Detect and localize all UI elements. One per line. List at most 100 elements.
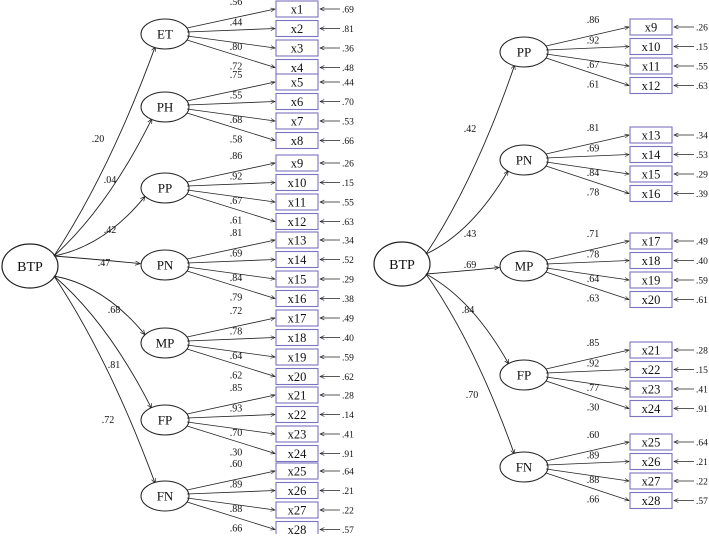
indicator-label: x14 bbox=[642, 148, 662, 162]
loading-label: .30 bbox=[587, 403, 600, 414]
error-variance-label: .15 bbox=[696, 366, 708, 376]
loading-arrow bbox=[186, 318, 275, 338]
loading-arrow bbox=[186, 112, 275, 141]
indicator-box bbox=[275, 386, 319, 404]
loading-label: .71 bbox=[587, 229, 600, 240]
indicator-box bbox=[629, 491, 673, 510]
error-variance-label: .64 bbox=[696, 439, 708, 449]
loading-label: .62 bbox=[230, 371, 243, 382]
loading-arrow bbox=[186, 266, 275, 279]
indicator-label: x18 bbox=[288, 331, 307, 345]
loading-arrow bbox=[186, 183, 275, 187]
structural-path bbox=[425, 267, 499, 275]
loading-label: .60 bbox=[587, 430, 600, 441]
indicator-box bbox=[275, 19, 319, 38]
indicator-box bbox=[275, 193, 319, 211]
indicator-label: x4 bbox=[291, 61, 304, 75]
indicator-label: x9 bbox=[291, 157, 304, 171]
indicator-box bbox=[629, 145, 673, 164]
error-variance-label: .63 bbox=[342, 218, 354, 228]
error-variance-label: .41 bbox=[342, 431, 354, 441]
loading-arrow bbox=[545, 380, 629, 409]
error-variance-label: .64 bbox=[342, 468, 354, 478]
loading-arrow bbox=[545, 135, 629, 155]
loading-label: .56 bbox=[230, 0, 243, 8]
error-variance-label: .53 bbox=[342, 118, 354, 128]
indicator-label: x22 bbox=[288, 408, 307, 422]
indicator-label: x15 bbox=[288, 273, 307, 287]
indicator-box bbox=[629, 232, 673, 250]
loading-arrow bbox=[545, 350, 629, 370]
loading-label: .68 bbox=[230, 115, 243, 126]
factor-label: PN bbox=[157, 258, 174, 273]
factor-label: FN bbox=[157, 489, 174, 504]
path-coefficient-label: .20 bbox=[92, 134, 105, 145]
root-node-label: BTP bbox=[17, 260, 43, 275]
loading-label: .92 bbox=[587, 36, 600, 47]
loading-arrow bbox=[186, 9, 275, 29]
indicator-box bbox=[629, 165, 673, 183]
indicator-box bbox=[629, 452, 673, 471]
indicator-label: x23 bbox=[288, 428, 307, 442]
loading-arrow bbox=[545, 57, 629, 86]
error-variance-label: .28 bbox=[696, 347, 708, 357]
indicator-box bbox=[275, 328, 319, 347]
loading-arrow bbox=[545, 370, 629, 374]
loading-arrow bbox=[545, 165, 629, 194]
indicator-label: x22 bbox=[642, 363, 661, 377]
path-coefficient-label: .42 bbox=[464, 124, 477, 135]
indicator-label: x26 bbox=[288, 484, 307, 498]
loading-arrow bbox=[186, 270, 275, 299]
indicator-label: x21 bbox=[288, 389, 307, 403]
loading-arrow bbox=[186, 501, 275, 530]
indicator-label: x19 bbox=[642, 274, 661, 288]
indicator-box bbox=[275, 348, 319, 366]
factor-ellipse bbox=[140, 404, 190, 436]
indicator-label: x12 bbox=[642, 79, 661, 93]
indicator-label: x11 bbox=[642, 60, 660, 74]
factor-ellipse bbox=[140, 480, 190, 512]
root-node-ellipse bbox=[373, 241, 431, 287]
root-node-ellipse bbox=[1, 243, 59, 289]
indicator-box bbox=[275, 462, 319, 480]
factor-ellipse bbox=[140, 18, 190, 50]
structural-path bbox=[53, 255, 140, 264]
indicator-box bbox=[275, 112, 319, 130]
indicator-label: x20 bbox=[642, 293, 661, 307]
indicator-label: x16 bbox=[288, 292, 307, 306]
indicator-label: x10 bbox=[288, 176, 307, 190]
loading-label: .78 bbox=[230, 327, 243, 338]
factor-ellipse bbox=[140, 249, 190, 281]
loading-arrow bbox=[545, 53, 629, 66]
error-variance-label: .26 bbox=[696, 24, 708, 34]
loading-label: .81 bbox=[230, 228, 243, 239]
loading-arrow bbox=[545, 472, 629, 501]
loading-arrow bbox=[545, 462, 629, 466]
factor-ellipse bbox=[499, 359, 549, 391]
loading-arrow bbox=[186, 102, 275, 106]
factor-ellipse bbox=[499, 451, 549, 483]
loading-label: .58 bbox=[230, 135, 243, 146]
structural-path bbox=[53, 196, 145, 257]
loading-arrow bbox=[545, 155, 629, 159]
loading-label: .78 bbox=[587, 188, 600, 199]
loading-label: .79 bbox=[230, 293, 243, 304]
indicator-box bbox=[629, 399, 673, 418]
indicator-box bbox=[629, 57, 673, 75]
loading-label: .89 bbox=[230, 480, 243, 491]
indicator-box bbox=[629, 37, 673, 56]
structural-path bbox=[53, 119, 153, 257]
indicator-label: x23 bbox=[642, 383, 661, 397]
indicator-box bbox=[275, 289, 319, 308]
error-variance-label: .26 bbox=[342, 160, 354, 170]
error-variance-label: .22 bbox=[342, 507, 354, 517]
indicator-box bbox=[629, 472, 673, 490]
loading-arrow bbox=[186, 348, 275, 377]
indicator-box bbox=[629, 271, 673, 289]
error-variance-label: .91 bbox=[342, 450, 354, 460]
path-coefficient-label: .47 bbox=[98, 258, 111, 269]
path-coefficient-label: .72 bbox=[102, 415, 115, 426]
loading-arrow bbox=[545, 442, 629, 462]
loading-label: .66 bbox=[587, 495, 600, 506]
loading-arrow bbox=[186, 39, 275, 68]
